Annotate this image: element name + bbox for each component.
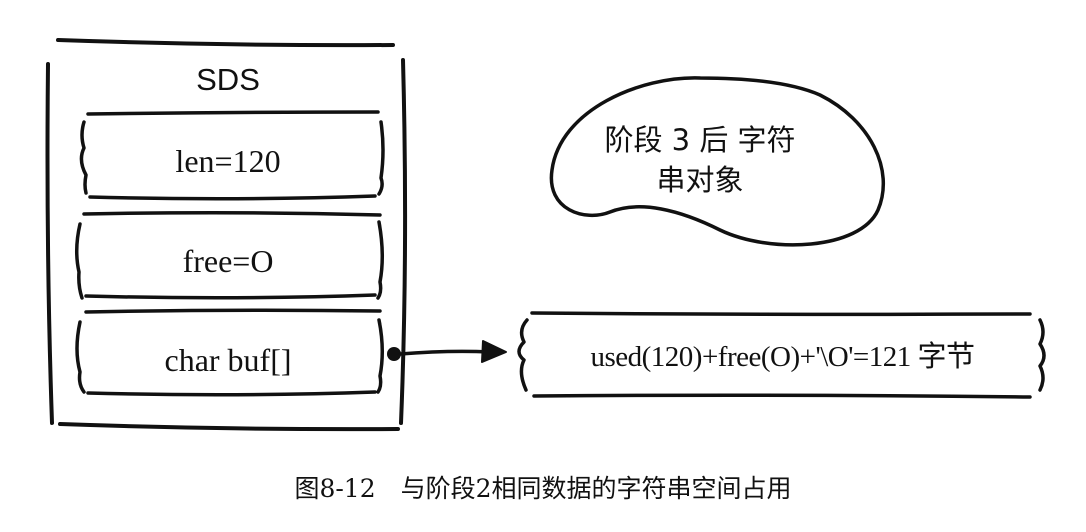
sds-title: SDS xyxy=(196,62,260,97)
sds-outer-box xyxy=(45,38,408,432)
len-field-label: len=120 xyxy=(175,143,281,179)
buffer-box xyxy=(517,311,1046,399)
bubble-outline xyxy=(549,76,886,247)
pointer-arrow xyxy=(387,340,507,363)
free-field-label: free=O xyxy=(182,243,274,279)
buf-field-label: char buf[] xyxy=(164,342,292,378)
buffer-label: used(120)+free(O)+'\O'=121 字节 xyxy=(590,341,975,373)
figure-caption: 图8-12 与阶段2相同数据的字符串空间占用 xyxy=(294,474,792,503)
pointer-dot xyxy=(387,347,401,361)
free-field-box xyxy=(75,210,384,300)
buf-field-box xyxy=(75,308,384,397)
bubble-label: 阶段 3 后 字符串对象 xyxy=(604,123,796,197)
len-field-box xyxy=(79,110,385,201)
arrow-shaft xyxy=(398,349,492,356)
arrow-head xyxy=(481,340,507,363)
